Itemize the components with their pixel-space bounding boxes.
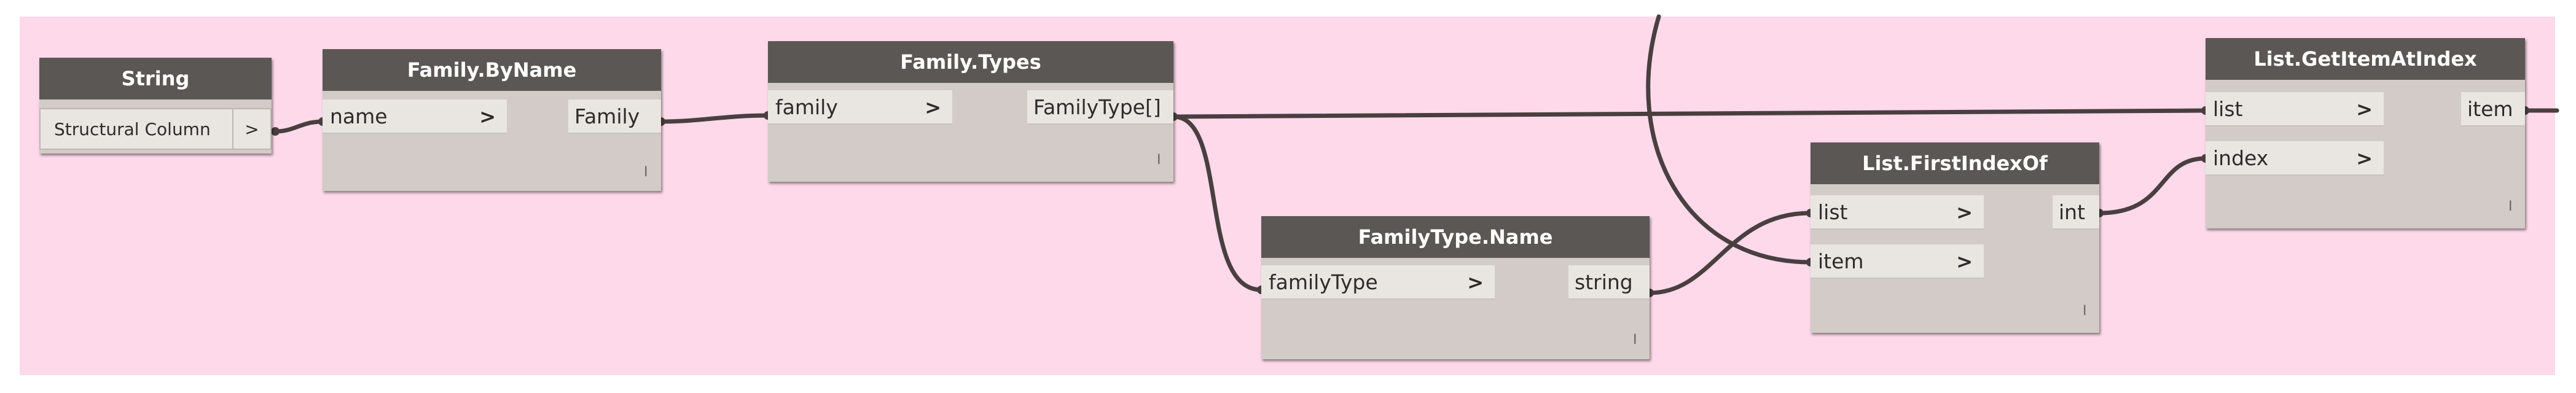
port-label: int [2059, 200, 2086, 224]
list-firstindexof-node[interactable]: List.FirstIndexOf list > item > int I [1811, 142, 2099, 333]
output-port-int[interactable]: int [2053, 195, 2099, 230]
list-getitematindex-node[interactable]: List.GetItemAtIndex list > index > item … [2206, 38, 2525, 228]
chevron-right-icon: > [1467, 271, 1484, 294]
lacing-indicator[interactable]: I [2508, 199, 2513, 214]
output-port-string[interactable]: string [1568, 265, 1650, 300]
port-label: familyType [1269, 270, 1378, 294]
family-types-node[interactable]: Family.Types family > FamilyType[] I [768, 41, 1173, 182]
port-label: family [775, 95, 838, 119]
chevron-right-icon: > [925, 96, 941, 119]
port-label: item [1818, 249, 1864, 273]
input-port-name[interactable]: name > [323, 99, 507, 134]
port-label: item [2467, 96, 2513, 121]
output-port-familytype-list[interactable]: FamilyType[] [1027, 90, 1173, 125]
port-label: list [1818, 200, 1848, 224]
node-title[interactable]: Family.Types [768, 41, 1173, 83]
familytype-name-node[interactable]: FamilyType.Name familyType > string I [1261, 216, 1650, 359]
output-port-item[interactable]: item [2461, 92, 2525, 126]
chevron-right-icon: > [479, 105, 496, 128]
string-expand-button[interactable]: > [232, 108, 272, 150]
input-port-familytype[interactable]: familyType > [1261, 265, 1495, 300]
chevron-right-icon: > [1956, 201, 1973, 224]
chevron-right-icon: > [2356, 147, 2373, 170]
input-port-family[interactable]: family > [768, 90, 952, 125]
chevron-right-icon: > [2356, 98, 2373, 121]
input-port-list[interactable]: list > [1811, 195, 1984, 230]
port-label: Family [574, 104, 640, 128]
input-port-item[interactable]: item > [1811, 244, 1984, 279]
node-title[interactable]: Family.ByName [323, 49, 661, 91]
port-label: list [2213, 96, 2243, 121]
string-node[interactable]: String Structural Column > [39, 58, 272, 154]
lacing-indicator[interactable]: I [644, 165, 648, 180]
node-title[interactable]: FamilyType.Name [1261, 216, 1650, 258]
input-port-index[interactable]: index > [2206, 141, 2384, 176]
input-port-list[interactable]: list > [2206, 92, 2384, 126]
node-title[interactable]: List.FirstIndexOf [1811, 142, 2099, 184]
port-label: name [330, 104, 388, 128]
node-title[interactable]: String [39, 58, 272, 99]
chevron-right-icon: > [1956, 250, 1973, 273]
family-byname-node[interactable]: Family.ByName name > Family I [323, 49, 661, 191]
lacing-indicator[interactable]: I [1633, 332, 1637, 348]
string-value-field[interactable]: Structural Column [39, 108, 233, 150]
lacing-indicator[interactable]: I [1157, 152, 1161, 168]
node-title[interactable]: List.GetItemAtIndex [2206, 38, 2525, 80]
port-label: index [2213, 146, 2269, 170]
port-label: FamilyType[] [1033, 95, 1161, 119]
lacing-indicator[interactable]: I [2083, 303, 2087, 319]
output-port-family[interactable]: Family [568, 99, 661, 134]
port-label: string [1575, 270, 1633, 294]
